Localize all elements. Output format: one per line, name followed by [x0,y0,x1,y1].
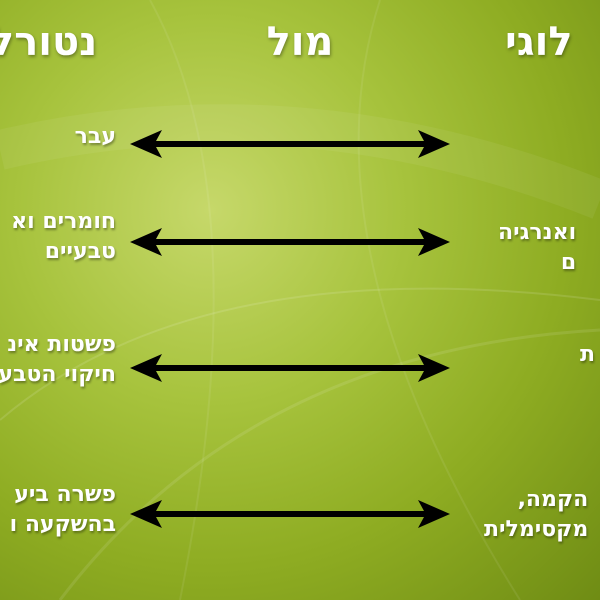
heading-natural: נטורל [0,19,98,65]
left-item-1-line-1: עבר [74,124,116,149]
right-item-3-line-1: ת [580,342,596,367]
left-item-4-line-1: פשרה ביע [14,482,116,507]
left-item-3-line-1: פשטות אינ [7,332,116,357]
left-item-1: עבר [75,122,116,152]
heading-logical: לוגי [505,19,573,65]
right-item-3: ת [580,340,595,370]
right-item-4-line-2: מקסימלית [484,517,589,542]
double-arrow-icon [130,500,450,528]
left-item-2: חומרים וא טבעיים [11,207,116,267]
double-arrow-icon [130,228,450,256]
right-item-2-line-1: ואנרגיה [498,220,577,245]
left-item-3: פשטות אינ חיקוי הטבע [0,330,116,390]
left-item-4: פשרה ביע בהשקעה ו [10,480,116,540]
double-arrow-icon [130,354,450,382]
right-item-2-line-2: ם [560,250,577,275]
left-item-4-line-2: בהשקעה ו [9,512,116,537]
left-item-2-line-1: חומרים וא [11,209,116,234]
heading-versus: מול [266,19,334,65]
left-item-2-line-2: טבעיים [44,239,116,264]
right-item-2: ואנרגיה ם [498,218,576,278]
right-item-4: הקמה, מקסימלית [484,485,588,545]
double-arrow-icon [130,130,450,158]
left-item-3-line-2: חיקוי הטבע [0,362,116,387]
right-item-4-line-1: הקמה, [517,487,589,512]
